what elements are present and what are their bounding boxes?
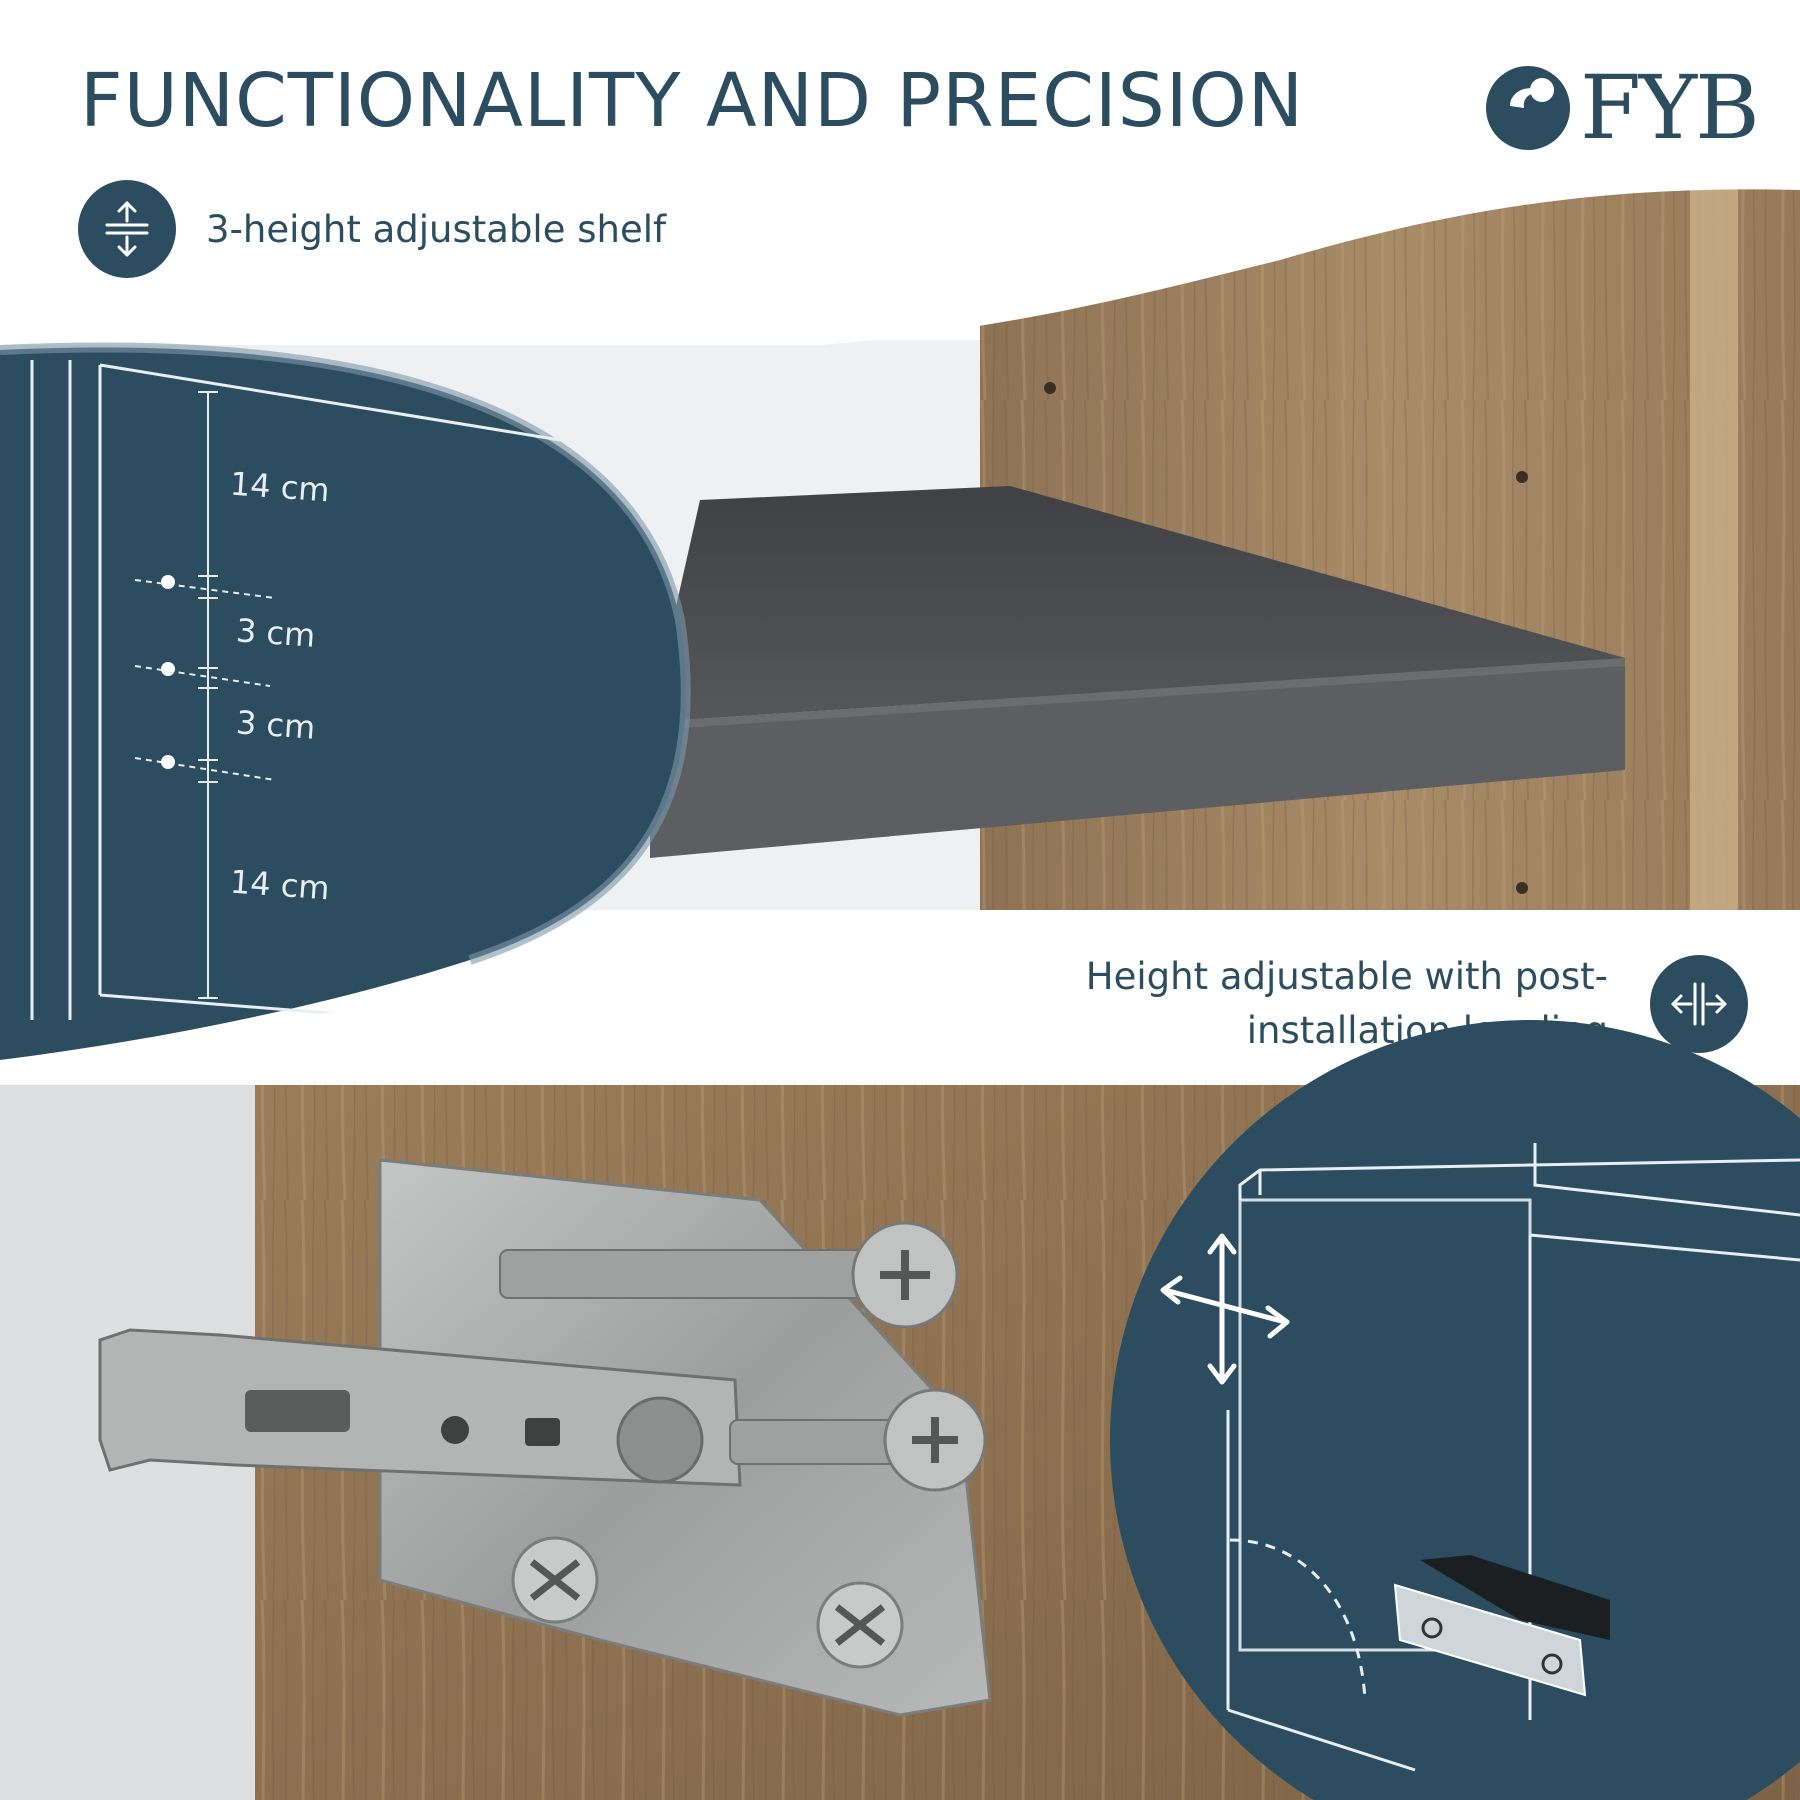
feature-label: Height adjustable with post- installatio… (1086, 950, 1608, 1058)
measurement-label: 14 cm (228, 464, 331, 510)
measurement-label: 3 cm (234, 703, 317, 747)
vertical-adjust-icon (78, 180, 176, 278)
horizontal-adjust-icon (1650, 955, 1748, 1053)
moon-swirl-icon (1486, 65, 1570, 150)
feature-height-leveling: Height adjustable with post- installatio… (1086, 950, 1748, 1058)
feature-label-line: installation leveling (1246, 1009, 1608, 1052)
measurement-label: 14 cm (228, 862, 331, 908)
measurement-label: 3 cm (234, 611, 317, 655)
feature-label-line: Height adjustable with post- (1085, 955, 1608, 998)
brand-logo: FYB (1480, 56, 1760, 159)
feature-label: 3-height adjustable shelf (206, 207, 667, 251)
feature-adjustable-shelf: 3-height adjustable shelf (78, 180, 666, 278)
page-title: FUNCTIONALITY AND PRECISION (80, 58, 1305, 144)
brand-name: FYB (1580, 56, 1760, 159)
